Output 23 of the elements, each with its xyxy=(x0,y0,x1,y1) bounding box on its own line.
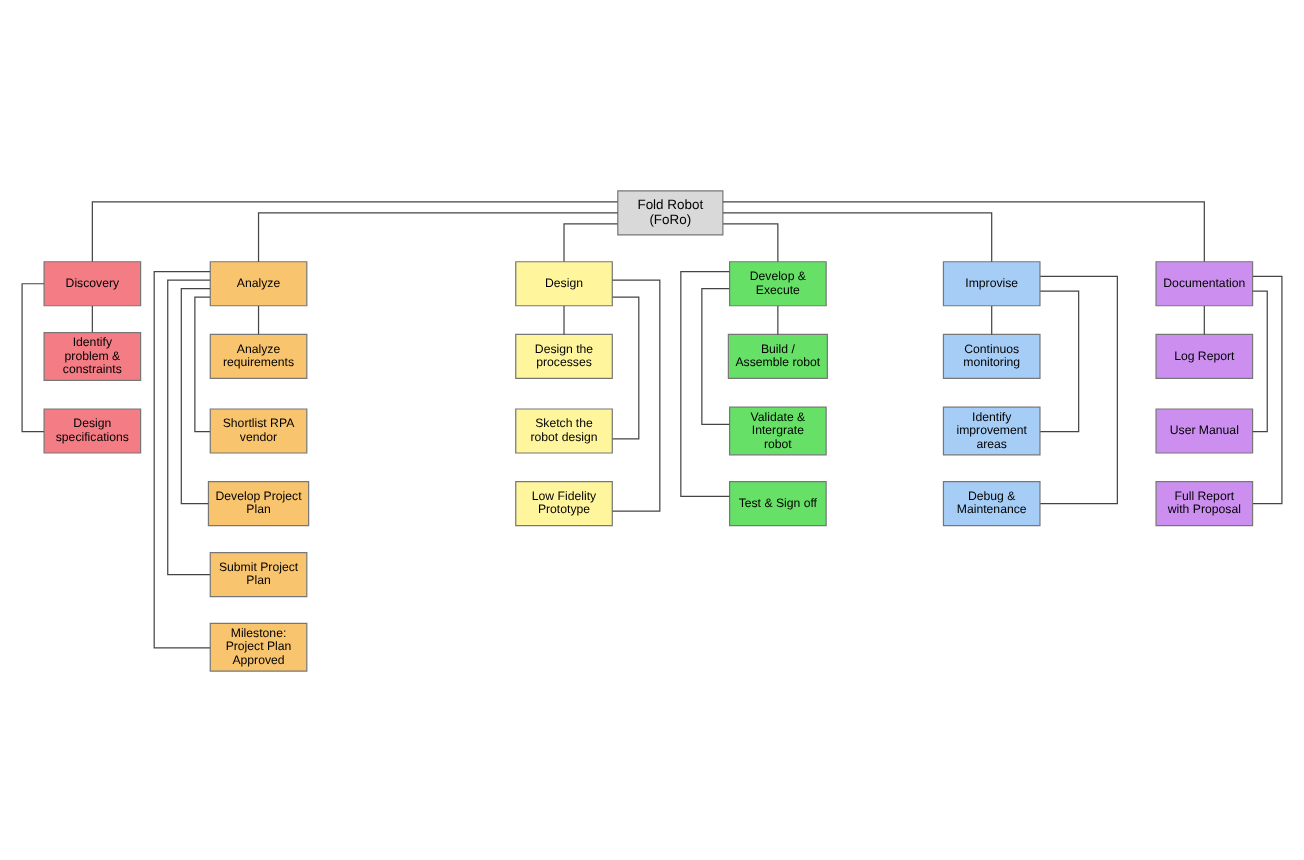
connector xyxy=(1252,274,1283,504)
connector xyxy=(611,278,661,511)
connector xyxy=(680,269,730,496)
connector xyxy=(1203,304,1205,334)
connector xyxy=(91,200,619,261)
connector xyxy=(722,211,993,262)
connector xyxy=(1039,274,1118,504)
connector xyxy=(563,222,619,262)
connector xyxy=(1252,289,1268,432)
connector xyxy=(194,295,211,432)
connector xyxy=(167,278,211,575)
connector xyxy=(153,269,211,648)
connector xyxy=(1039,289,1080,432)
connector xyxy=(91,304,93,332)
connector xyxy=(257,211,619,262)
connector xyxy=(563,304,565,334)
connector xyxy=(777,304,779,334)
connector xyxy=(180,287,211,504)
connector xyxy=(722,222,779,262)
connector xyxy=(257,304,260,334)
connector xyxy=(722,200,1205,261)
connector xyxy=(701,287,730,424)
connector xyxy=(991,304,993,334)
